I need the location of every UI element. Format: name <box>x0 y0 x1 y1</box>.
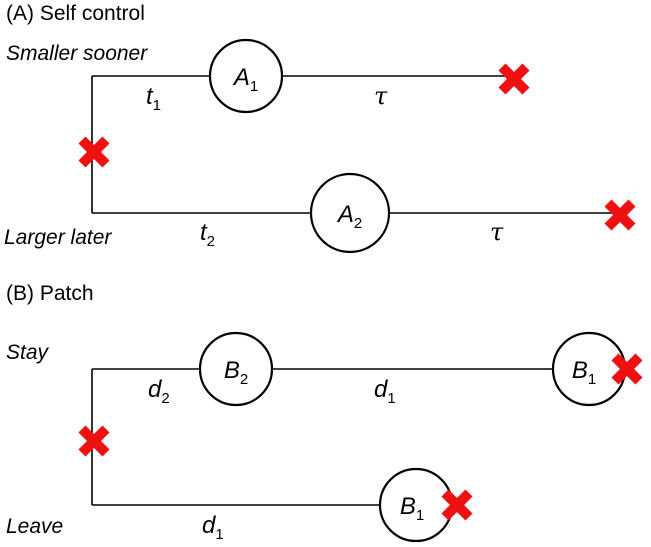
stay-label: Stay <box>6 341 50 364</box>
tau-lower-label: τ <box>490 218 504 246</box>
node-b2-label: B2 <box>224 357 248 388</box>
delay-d2-label: d2 <box>148 376 170 407</box>
node-a2 <box>309 172 391 254</box>
panel-b: (B) Patch B2 B1 B1 Stay Leave d2 d1 d1 <box>6 282 639 543</box>
tau-upper-label: τ <box>374 82 388 110</box>
panel-b-title: (B) Patch <box>6 282 94 305</box>
node-b1-stay <box>551 331 627 407</box>
delay-t2-label: t2 <box>200 219 215 250</box>
node-a1 <box>208 38 284 114</box>
delay-t1-label: t1 <box>146 83 161 114</box>
delay-d1-lower-label: d1 <box>202 512 224 543</box>
node-b1-leave <box>378 467 454 543</box>
leave-label: Leave <box>6 515 63 538</box>
delay-d1-upper-label: d1 <box>374 376 396 407</box>
node-a1-label: A1 <box>232 64 258 95</box>
panel-a-title: (A) Self control <box>6 2 145 25</box>
node-b1-stay-label: B1 <box>572 357 596 388</box>
panel-b-choice-cross-icon <box>82 429 106 453</box>
panel-a-upper-end-cross-icon <box>502 67 526 91</box>
node-a2-label: A2 <box>336 201 362 232</box>
panel-a: (A) Self control A1 A2 Smaller sooner La… <box>4 2 632 254</box>
smaller-sooner-label: Smaller sooner <box>6 42 148 65</box>
node-b1-leave-label: B1 <box>400 493 424 524</box>
panel-a-lower-end-cross-icon <box>608 203 632 227</box>
larger-later-label: Larger later <box>4 226 112 249</box>
panel-a-choice-cross-icon <box>82 140 106 164</box>
node-b2 <box>198 331 274 407</box>
